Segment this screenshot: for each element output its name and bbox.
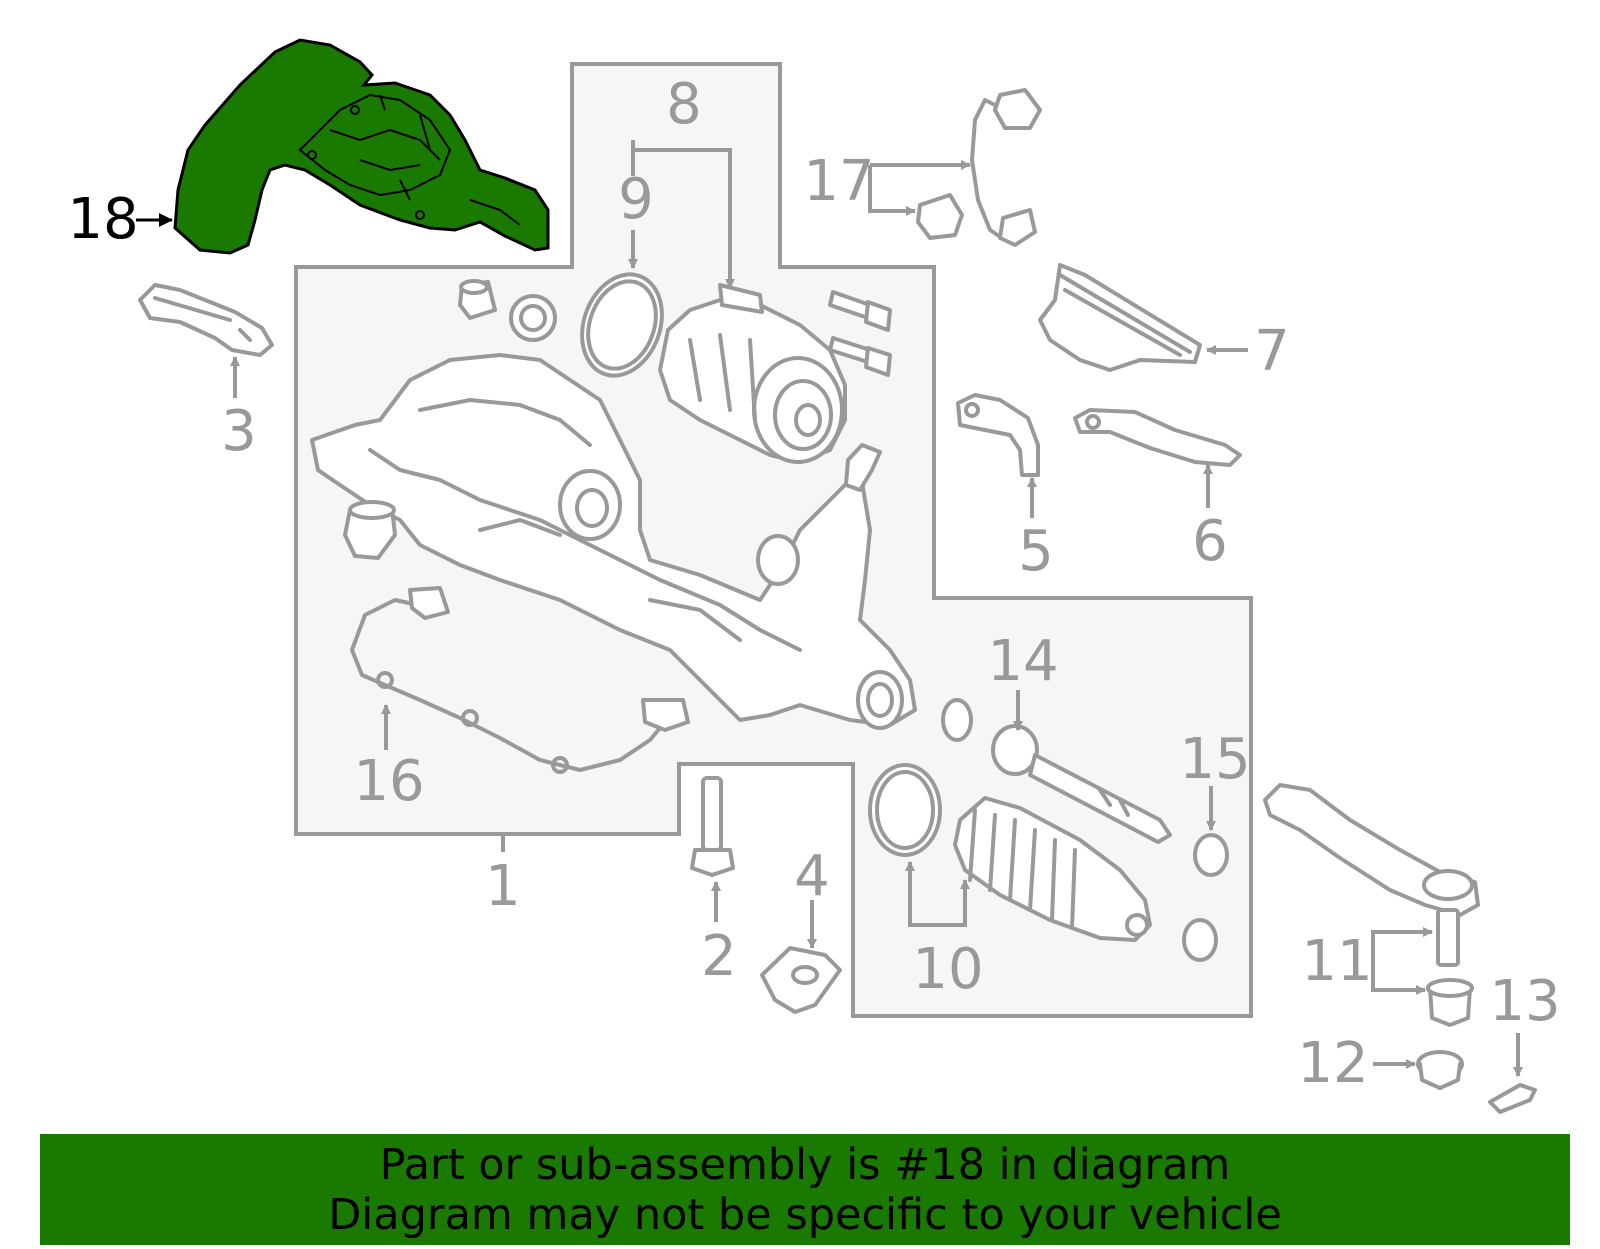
leader-lines	[136, 140, 1523, 1077]
callout-15: 15	[1179, 727, 1250, 792]
callout-3: 3	[221, 399, 257, 464]
info-banner: Part or sub-assembly is #18 in diagram D…	[40, 1134, 1570, 1245]
banner-line-1: Part or sub-assembly is #18 in diagram	[379, 1139, 1231, 1190]
callout-12: 12	[1297, 1031, 1368, 1096]
part-8-motor[interactable]	[658, 283, 847, 464]
callout-18: 18	[67, 187, 138, 252]
part-3-bracket[interactable]	[138, 283, 274, 357]
part-16-harness[interactable]	[350, 586, 690, 774]
callout-11: 11	[1301, 929, 1372, 994]
callout-6: 6	[1192, 509, 1228, 574]
part-2-bolt[interactable]	[690, 776, 735, 877]
part-12-nut[interactable]	[1416, 1050, 1464, 1090]
part-6-bracket[interactable]	[1073, 408, 1242, 467]
part-9-o-ring[interactable]	[569, 263, 676, 387]
callout-2: 2	[701, 924, 737, 989]
callout-13: 13	[1489, 969, 1560, 1034]
callout-labels: 1 2 3 4 5 6 7 8 9 10 11 12 13 14 15 16 1…	[67, 72, 1560, 1096]
part-13-cotter-pin[interactable]	[1488, 1083, 1537, 1114]
callout-4: 4	[794, 844, 830, 909]
part-10-boot-clamp[interactable]	[868, 698, 1218, 962]
callout-14: 14	[987, 629, 1058, 694]
part-11-tie-rod-end[interactable]	[1263, 783, 1480, 1027]
part-15-ring[interactable]	[1193, 833, 1229, 877]
part-bolts-motor[interactable]	[828, 290, 892, 377]
callout-8: 8	[666, 72, 702, 137]
callout-5: 5	[1018, 519, 1054, 584]
part-17-harness[interactable]	[916, 88, 1042, 247]
callout-7: 7	[1254, 319, 1290, 384]
part-4-clip[interactable]	[760, 946, 842, 1014]
part-14-tie-rod[interactable]	[991, 724, 1172, 844]
callout-9: 9	[618, 167, 654, 232]
part-bushings[interactable]	[458, 279, 557, 342]
callout-17: 17	[803, 149, 874, 214]
callout-1: 1	[485, 854, 521, 919]
part-1-steering-rack[interactable]	[310, 353, 917, 730]
part-18-heat-shield[interactable]	[173, 38, 550, 255]
part-7-cover[interactable]	[1038, 263, 1202, 372]
callout-16: 16	[353, 749, 424, 814]
callout-10: 10	[912, 937, 983, 1002]
banner-line-2: Diagram may not be specific to your vehi…	[328, 1189, 1282, 1240]
part-5-bracket[interactable]	[956, 393, 1040, 477]
